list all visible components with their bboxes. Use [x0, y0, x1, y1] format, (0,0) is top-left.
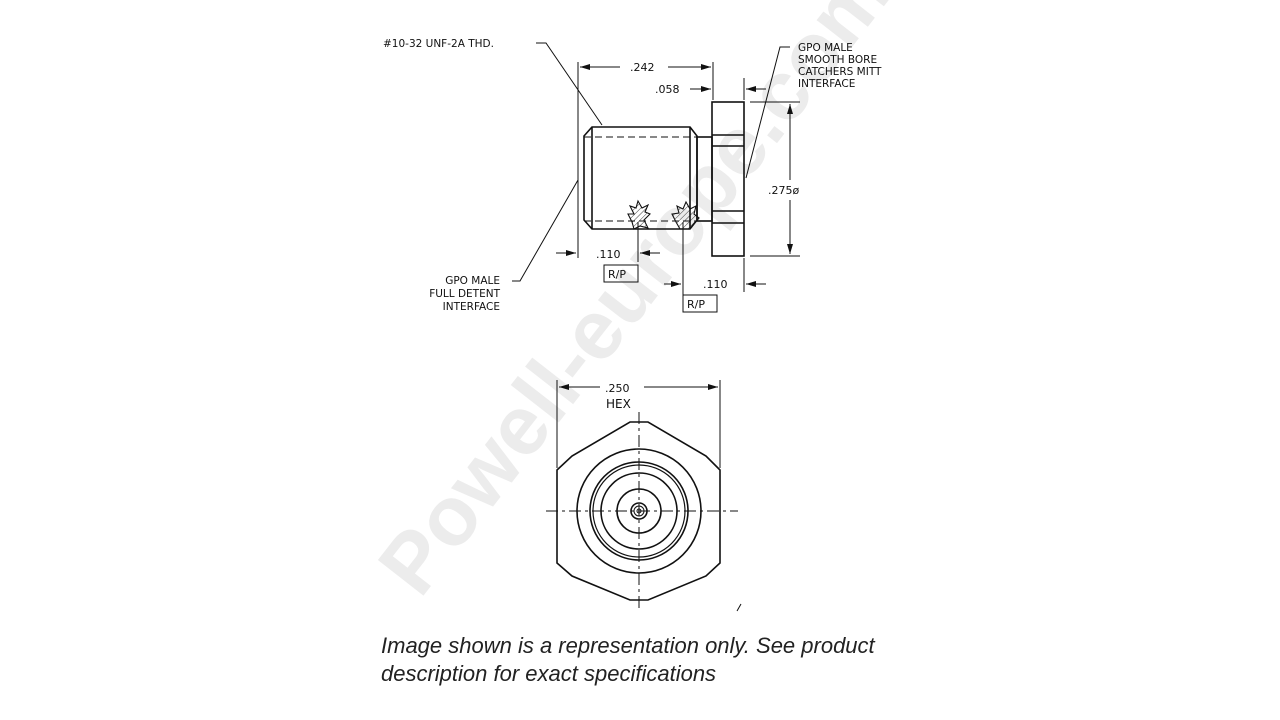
svg-text:GPO MALE: GPO MALE — [445, 275, 500, 287]
dim-hex: .250 — [605, 382, 630, 395]
side-view-dimensions — [512, 42, 800, 313]
caption-line-1: Image shown is a representation only. Se… — [381, 633, 875, 658]
dim-left-rp: .110 — [596, 248, 621, 261]
dim-flange-diameter: .275ø — [768, 184, 799, 197]
side-view — [583, 101, 745, 257]
dim-hex-label: HEX — [606, 397, 631, 411]
end-view-centerlines — [546, 412, 738, 610]
svg-text:CATCHERS MITT: CATCHERS MITT — [798, 66, 882, 78]
full-detent-note: GPO MALE FULL DETENT INTERFACE — [429, 275, 500, 313]
rp-label-left: R/P — [608, 268, 626, 281]
caption-line-2: description for exact specifications — [381, 661, 717, 686]
dim-overall-length: .242 — [630, 61, 655, 74]
disclaimer-caption: Image shown is a representation only. Se… — [381, 632, 941, 688]
thread-note: #10-32 UNF-2A THD. — [383, 38, 494, 50]
svg-text:INTERFACE: INTERFACE — [798, 78, 855, 90]
svg-text:GPO MALE: GPO MALE — [798, 42, 853, 54]
rp-label-right: R/P — [687, 298, 705, 311]
svg-text:SMOOTH BORE: SMOOTH BORE — [798, 54, 877, 66]
svg-text:INTERFACE: INTERFACE — [443, 301, 500, 313]
svg-text:FULL DETENT: FULL DETENT — [429, 288, 500, 300]
end-view-dimensions — [556, 380, 742, 612]
dim-flange-thickness: .058 — [655, 83, 680, 96]
dim-right-rp: .110 — [703, 278, 728, 291]
smooth-bore-note: GPO MALE SMOOTH BORE CATCHERS MITT INTER… — [798, 42, 882, 90]
